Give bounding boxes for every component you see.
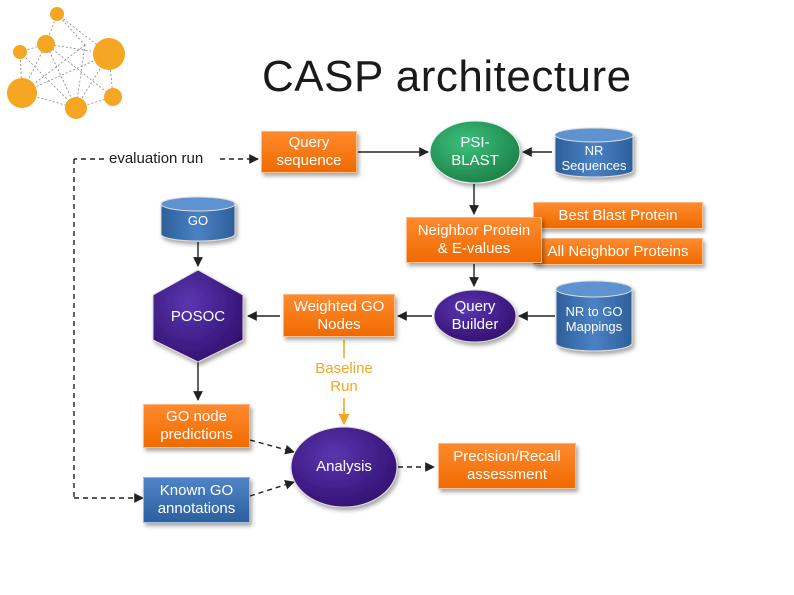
- analysis-label: Analysis: [316, 458, 372, 475]
- best-blast-protein-box: Best Blast Protein: [533, 202, 703, 229]
- neighbor-protein-box: Neighbor Protein & E-values: [406, 217, 542, 263]
- query-builder-node: [433, 289, 517, 343]
- all-neighbor-proteins-box: All Neighbor Proteins: [533, 238, 703, 265]
- go-database-node: [160, 196, 236, 242]
- edge-predictions-to-analysis: [249, 439, 295, 455]
- nr-sequences-label: NR Sequences: [561, 143, 627, 173]
- nr-to-go-database-node: [555, 280, 633, 352]
- psi-blast-label: PSI- BLAST: [451, 134, 499, 169]
- slide-title: CASP architecture: [262, 52, 632, 101]
- nr-to-go-label: NR to GO Mappings: [565, 304, 623, 334]
- nr-sequences-database-node: [554, 127, 634, 178]
- edge-known-to-analysis: [249, 480, 295, 497]
- query-builder-label: Query Builder: [451, 298, 499, 333]
- weighted-go-nodes-box: Weighted GO Nodes: [283, 294, 395, 337]
- baseline-run-label: Baseline Run: [315, 360, 373, 395]
- go-label: GO: [187, 212, 209, 228]
- analysis-node: [290, 426, 398, 508]
- posoc-label: POSOC: [170, 308, 226, 325]
- query-sequence-box: Query sequence: [261, 131, 357, 173]
- go-node-predictions-box: GO node predictions: [143, 404, 250, 448]
- precision-recall-box: Precision/Recall assessment: [438, 443, 576, 489]
- psi-blast-node: [429, 120, 521, 184]
- posoc-node: [152, 269, 244, 363]
- network-logo-icon: [7, 7, 125, 119]
- known-go-annotations-box: Known GO annotations: [143, 477, 250, 523]
- evaluation-run-label: evaluation run: [109, 150, 204, 167]
